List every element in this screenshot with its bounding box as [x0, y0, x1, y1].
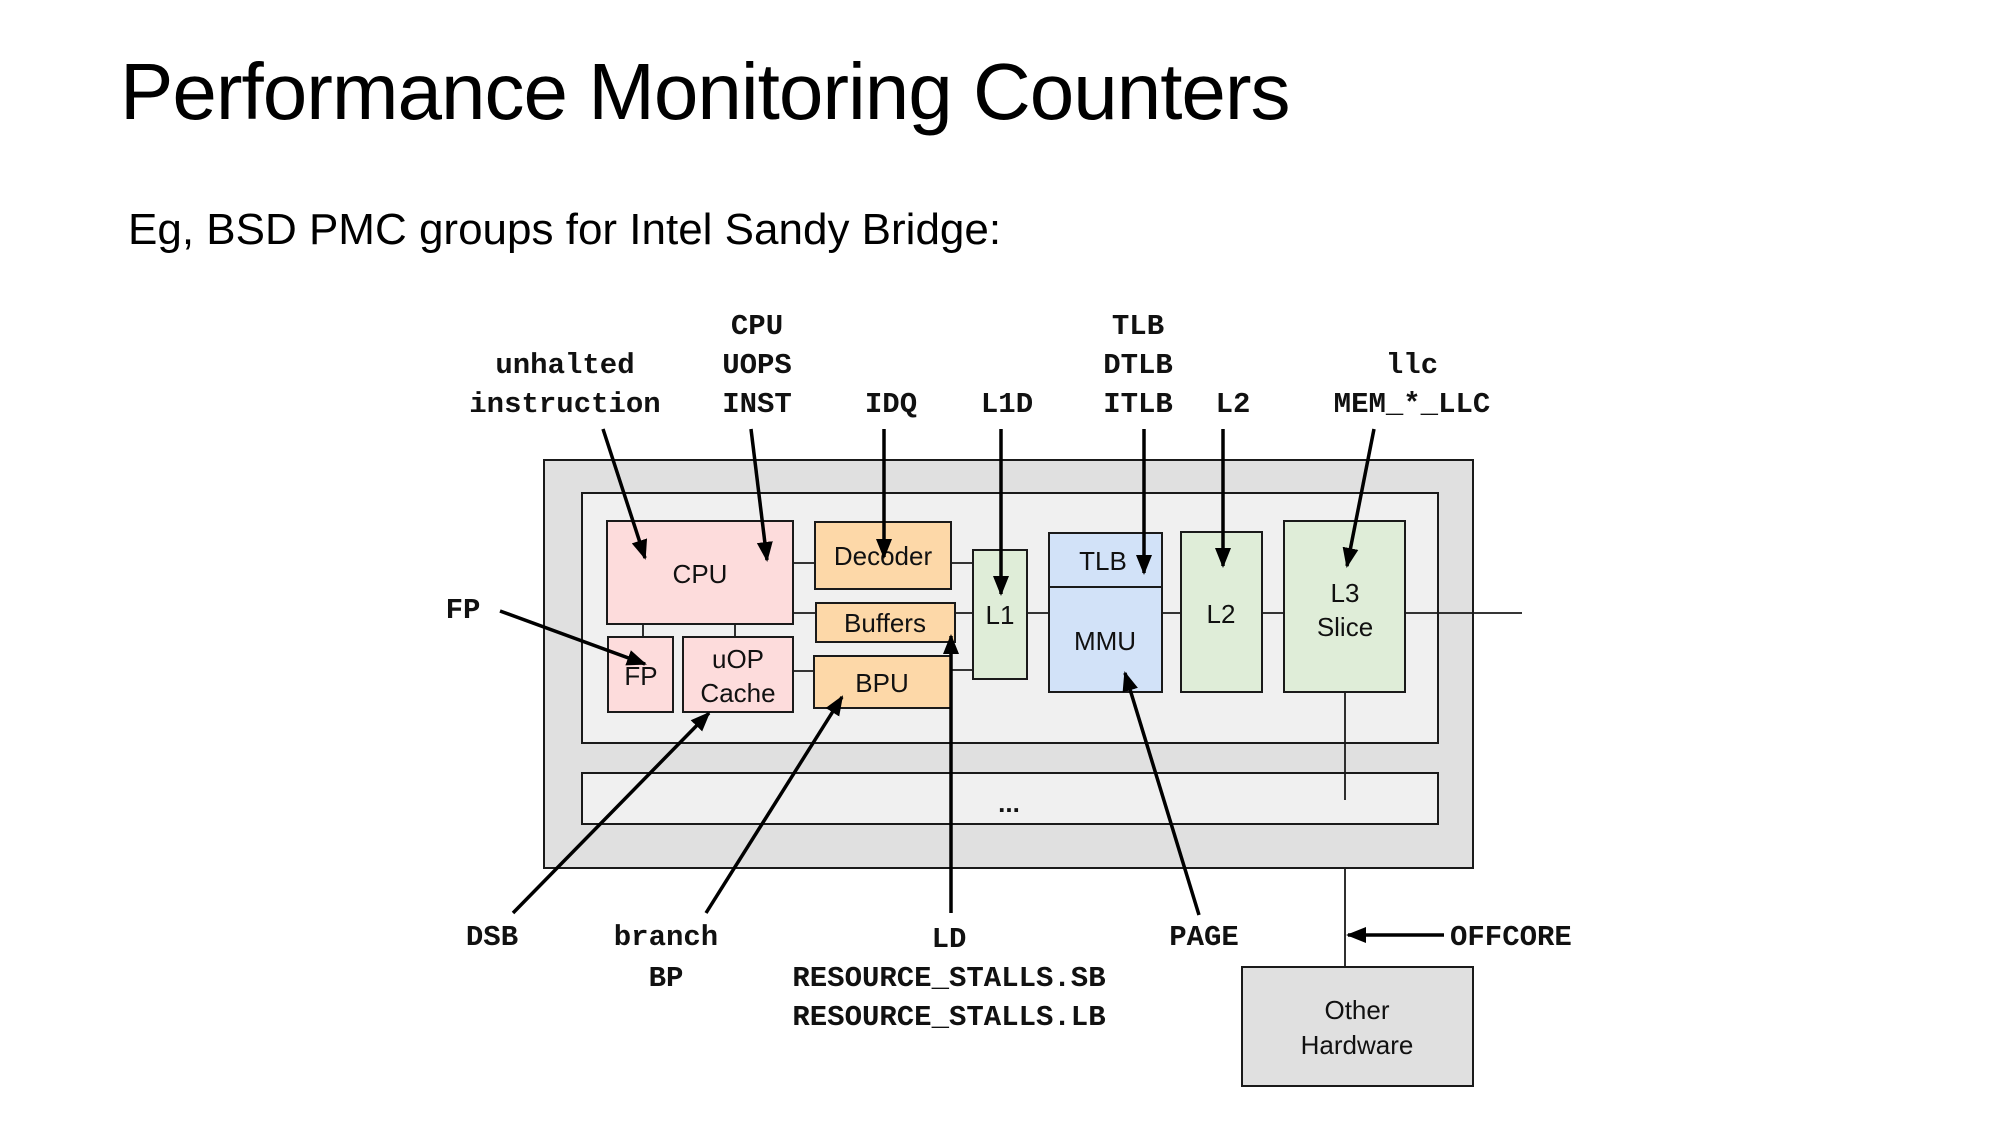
label-dsb: DSB: [466, 921, 518, 954]
label-fp: FP: [446, 594, 481, 627]
buffers-block-label: Buffers: [844, 608, 926, 638]
arrow-unhalted-to-cpu: [601, 428, 648, 560]
buffers-block: [815, 602, 956, 643]
other-hardware-label-line1: Other: [1324, 995, 1389, 1025]
arrow-branch-to-bpu: [704, 695, 844, 914]
label-l2: L2: [1216, 388, 1251, 421]
bpu-block-label: BPU: [855, 668, 908, 698]
label-dtlb: DTLB: [1103, 349, 1173, 382]
label-llc: llc: [1386, 349, 1438, 382]
label-resource-stalls-lb: RESOURCE_STALLS.LB: [792, 1001, 1105, 1034]
counter-arrows: [499, 428, 1444, 943]
label-offcore: OFFCORE: [1450, 921, 1572, 954]
other-hardware-label-line2: Hardware: [1301, 1030, 1414, 1060]
slide-title: Performance Monitoring Counters: [120, 47, 1291, 136]
uop-cache-label-line1: uOP: [712, 644, 764, 674]
label-tlb: TLB: [1112, 310, 1164, 343]
label-ld: LD: [932, 923, 967, 956]
label-mem-llc: MEM_*_LLC: [1334, 388, 1491, 421]
fp-block-label: FP: [624, 661, 657, 691]
uncore-ellipsis: ...: [998, 788, 1020, 818]
cpu-block-label: CPU: [673, 559, 728, 589]
slide-subtitle: Eg, BSD PMC groups for Intel Sandy Bridg…: [128, 205, 1002, 254]
label-inst: INST: [722, 388, 792, 421]
arrow-dsb-to-uop-cache: [511, 711, 711, 915]
label-page: PAGE: [1169, 921, 1239, 954]
label-itlb: ITLB: [1103, 388, 1173, 421]
arrow-cpu-uops-to-cpu: [749, 428, 773, 562]
label-bp: BP: [649, 962, 684, 995]
mmu-block-label: MMU: [1074, 626, 1136, 656]
fp-block: [607, 636, 674, 713]
arrow-llc-to-l3: [1342, 428, 1376, 568]
l3-slice-label-line2: Slice: [1317, 612, 1373, 642]
arrow-page-to-mmu: [1122, 671, 1201, 916]
label-instruction: instruction: [469, 388, 660, 421]
label-unhalted: unhalted: [495, 349, 634, 382]
label-idq: IDQ: [865, 388, 917, 421]
other-hardware-block: [1241, 966, 1474, 1087]
l2-block-label: L2: [1207, 599, 1236, 629]
uop-cache-label-line2: Cache: [700, 678, 775, 708]
label-branch: branch: [614, 921, 718, 954]
label-l1d: L1D: [981, 388, 1033, 421]
label-uops: UOPS: [722, 349, 792, 382]
label-cpu: CPU: [731, 310, 783, 343]
label-resource-stalls-sb: RESOURCE_STALLS.SB: [792, 962, 1105, 995]
l1-block-label: L1: [986, 600, 1015, 630]
l3-slice-label-line1: L3: [1331, 578, 1360, 608]
arrow-fp-to-fp: [499, 609, 647, 666]
uncore-bar: [581, 772, 1439, 825]
tlb-block-label: TLB: [1079, 546, 1127, 576]
uop-cache-block: [682, 636, 794, 713]
bus-connectors: [642, 562, 1522, 967]
